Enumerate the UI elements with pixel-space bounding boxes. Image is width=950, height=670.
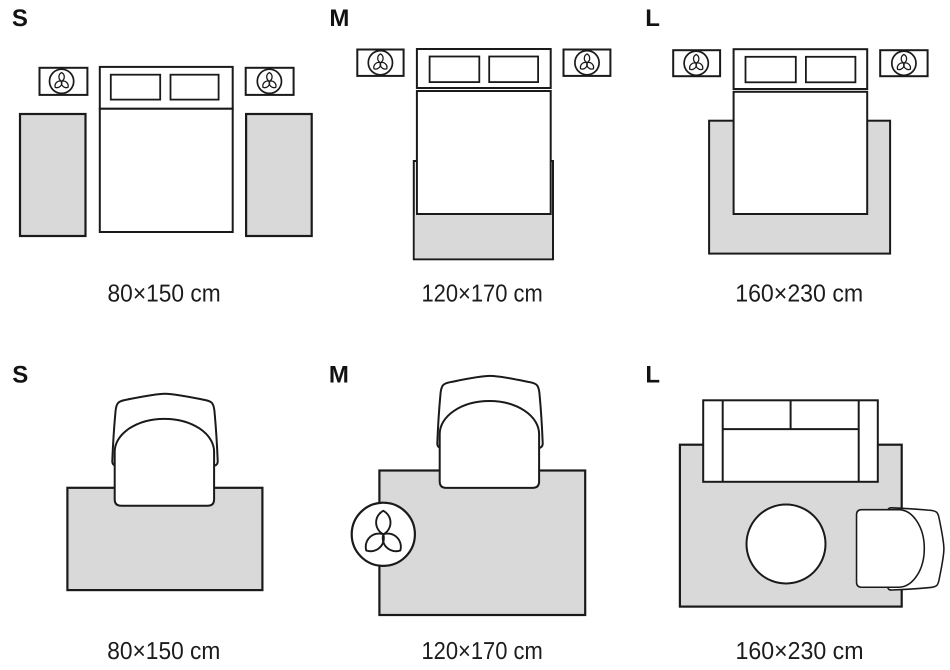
svg-text:160×230 cm: 160×230 cm [735, 280, 863, 307]
svg-text:M: M [329, 5, 349, 32]
svg-text:M: M [329, 361, 349, 388]
svg-text:120×170 cm: 120×170 cm [421, 638, 542, 665]
svg-text:120×170 cm: 120×170 cm [421, 280, 542, 307]
svg-text:L: L [645, 361, 660, 388]
svg-text:160×230 cm: 160×230 cm [735, 638, 863, 665]
svg-text:80×150 cm: 80×150 cm [108, 280, 221, 307]
svg-text:S: S [12, 361, 28, 388]
svg-text:L: L [645, 5, 660, 32]
svg-text:80×150 cm: 80×150 cm [107, 638, 220, 665]
svg-text:S: S [12, 5, 28, 32]
